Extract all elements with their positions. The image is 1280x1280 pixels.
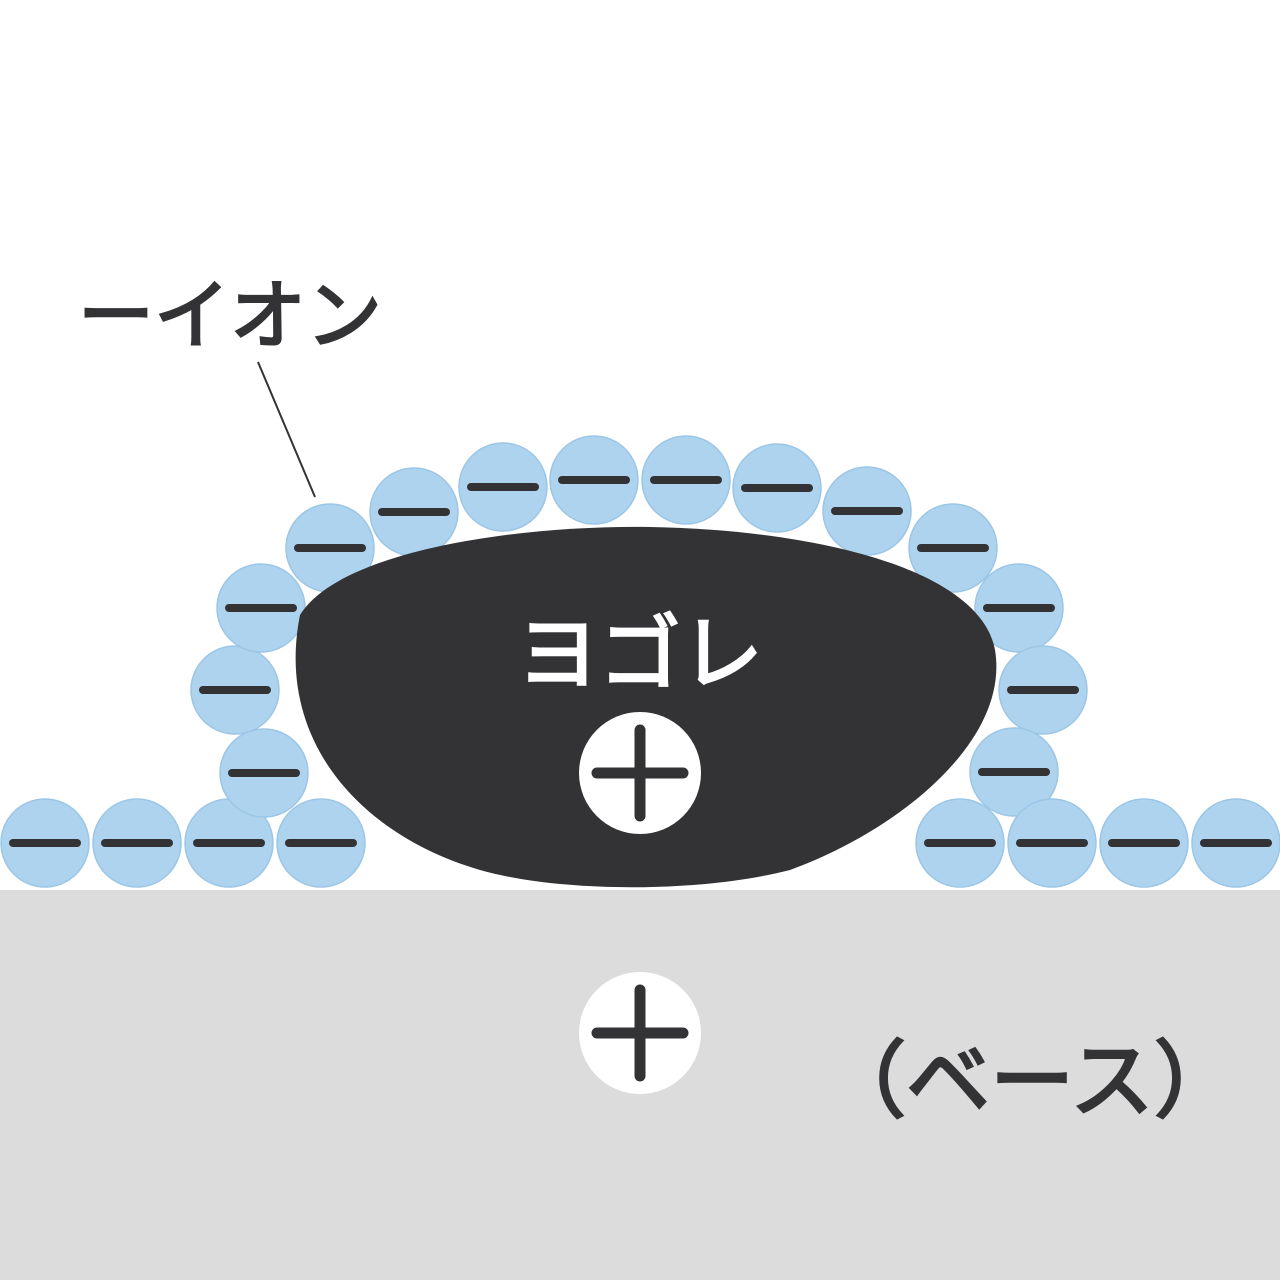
- ion-21: [1099, 798, 1189, 888]
- ion-10: [458, 442, 548, 532]
- dirt-particle: [295, 526, 997, 888]
- ion-14: [822, 466, 912, 556]
- ion-label: ーイオン: [78, 271, 382, 360]
- ion-2: [92, 798, 182, 888]
- ion-22: [1191, 798, 1280, 888]
- ion-13: [732, 443, 822, 533]
- ion-19: [915, 798, 1005, 888]
- base-plus-icon: [579, 972, 701, 1094]
- dirt-label: ヨゴレ: [517, 607, 763, 702]
- ion-6: [190, 645, 280, 735]
- ion-7: [216, 563, 306, 653]
- ion-12: [641, 435, 731, 525]
- ion-1: [0, 798, 90, 888]
- dirt-plus-icon: [579, 712, 701, 834]
- ion-4: [276, 798, 366, 888]
- ion-layer: [0, 435, 1280, 888]
- ion-16: [974, 563, 1064, 653]
- ion-15: [908, 503, 998, 593]
- ion-8: [285, 503, 375, 593]
- ion-20: [1007, 798, 1097, 888]
- ion-17: [998, 645, 1088, 735]
- ion-18: [969, 727, 1059, 817]
- ion-9: [369, 467, 459, 557]
- ion-leader-line: [257, 361, 316, 498]
- ion-5: [219, 728, 309, 818]
- ion-11: [549, 435, 639, 525]
- base-label: （ベース）: [822, 1032, 1238, 1130]
